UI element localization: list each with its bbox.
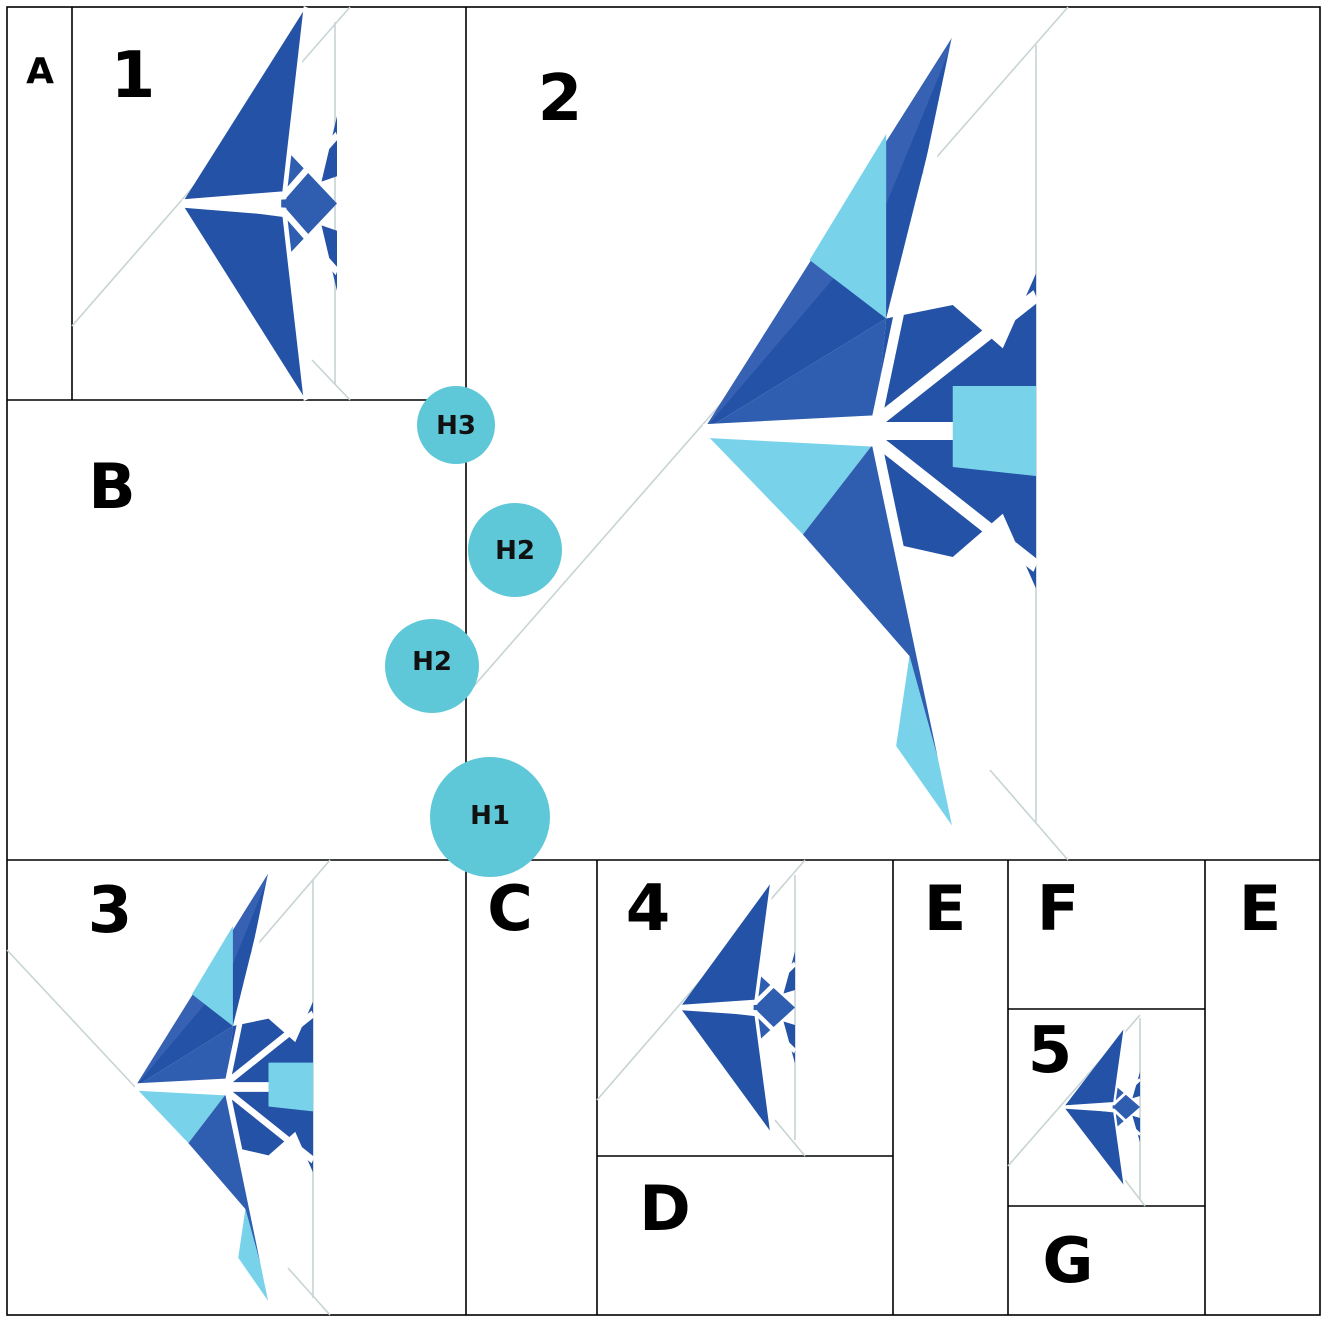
section-label-g: G: [1043, 1224, 1094, 1297]
hole-marker-h2-lower: H2: [385, 619, 479, 713]
svg-text:H1: H1: [470, 801, 510, 831]
block-number-4: 4: [626, 872, 671, 946]
section-label-e-right: E: [1239, 872, 1281, 945]
block-number-1: 1: [111, 39, 156, 113]
section-label-c: C: [487, 872, 533, 945]
block-number-5: 5: [1028, 1014, 1073, 1088]
block-number-3: 3: [88, 874, 133, 948]
section-label-d: D: [639, 1172, 690, 1245]
svg-text:H3: H3: [436, 411, 476, 441]
section-label-b: B: [88, 450, 135, 523]
section-label-f: F: [1037, 872, 1079, 945]
hole-marker-h2-upper: H2: [468, 503, 562, 597]
section-label-a: A: [26, 51, 54, 92]
hole-marker-h3: H3: [417, 386, 495, 464]
svg-text:H2: H2: [412, 647, 452, 677]
block-number-2: 2: [538, 62, 583, 136]
hole-marker-h1: H1: [430, 757, 550, 877]
section-label-e-left: E: [924, 872, 966, 945]
svg-text:H2: H2: [495, 536, 535, 566]
fish-block-3: [7, 860, 330, 1315]
